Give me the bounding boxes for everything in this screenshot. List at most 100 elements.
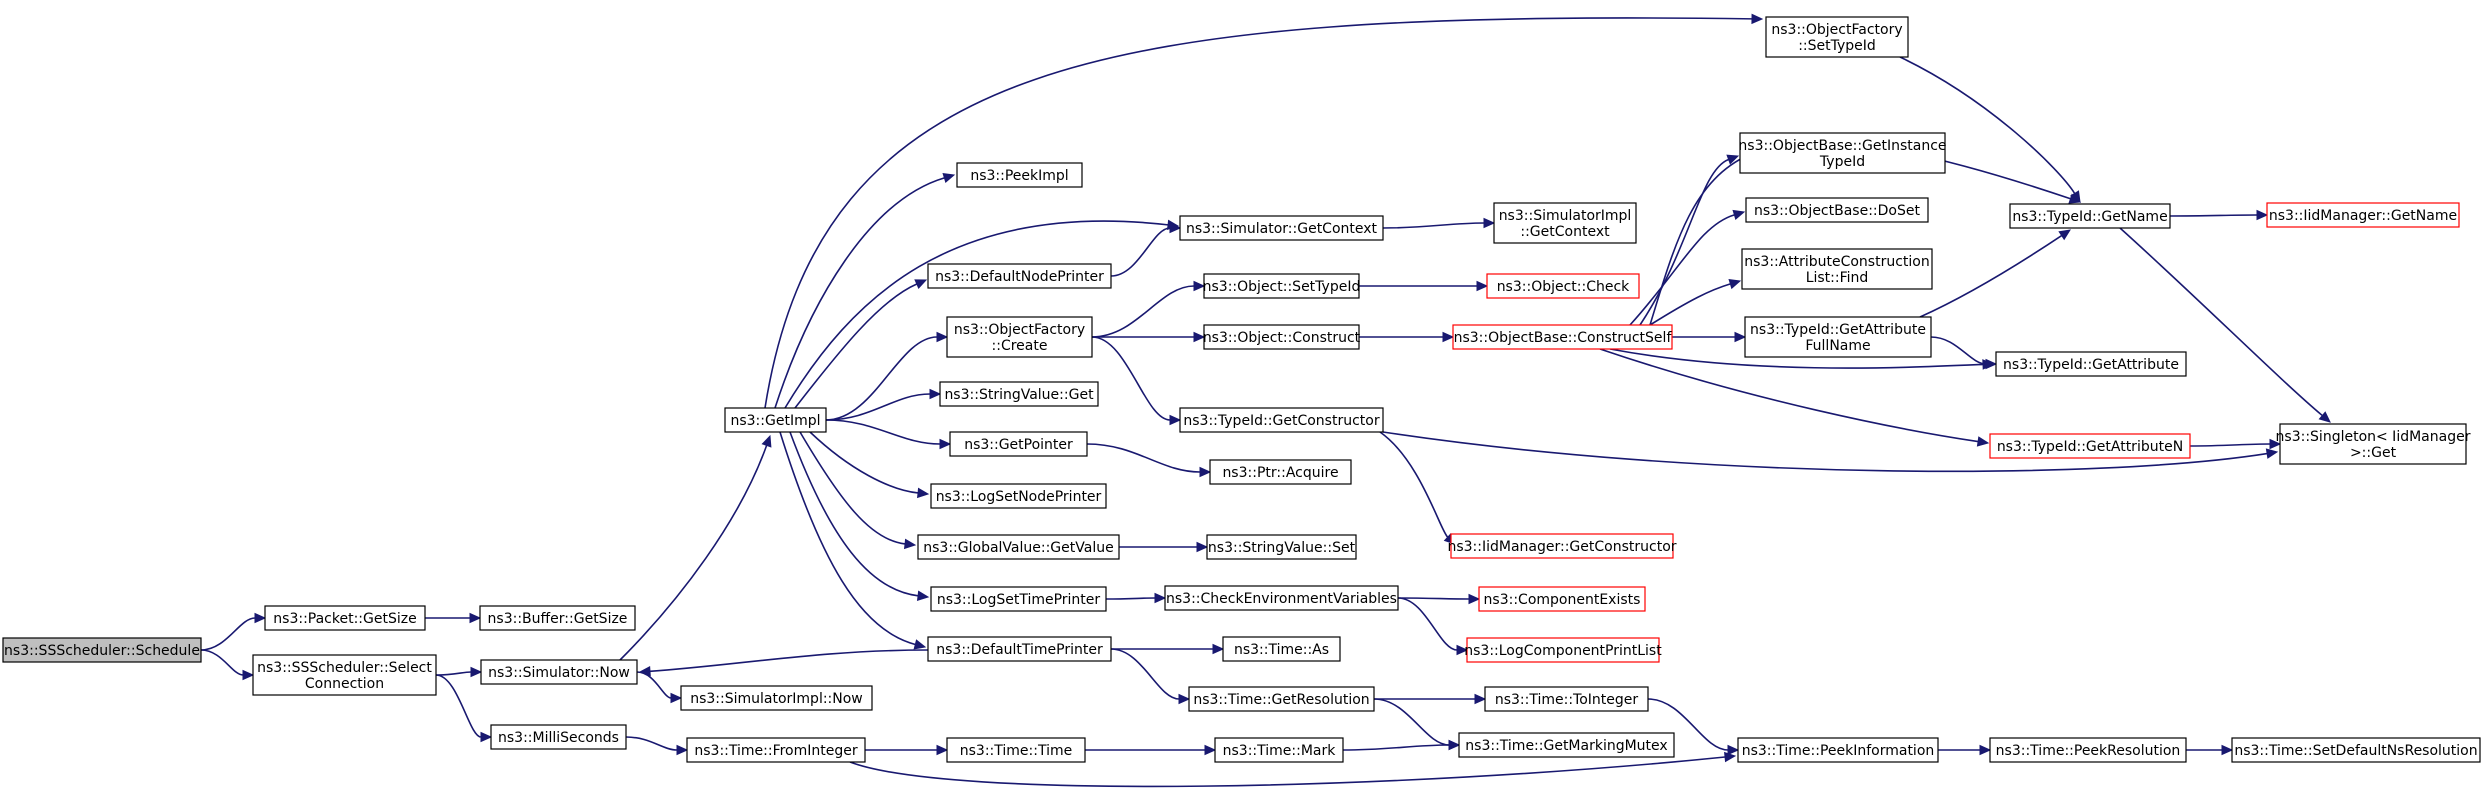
node-box <box>479 605 636 631</box>
arrowhead-icon <box>761 434 772 448</box>
node-time-getresolution[interactable]: ns3::Time::GetResolution <box>1188 686 1375 712</box>
node-label: ns3::TypeId::GetConstructor <box>1183 413 1379 429</box>
node-typeid-getconstructor[interactable]: ns3::TypeId::GetConstructor <box>1179 407 1384 433</box>
edge-objectbase_constructself-to-attributeconstructionlist_find <box>1649 278 1742 326</box>
node-simulatorimpl-getcontext[interactable]: ns3::SimulatorImpl::GetContext <box>1493 202 1637 244</box>
node-root[interactable]: ns3::SSScheduler::Schedule <box>2 637 202 663</box>
node-box <box>956 162 1083 188</box>
node-typeid-getattribute[interactable]: ns3::TypeId::GetAttribute <box>1995 351 2187 377</box>
node-getpointer[interactable]: ns3::GetPointer <box>949 431 1088 457</box>
node-peekimpl[interactable]: ns3::PeekImpl <box>956 162 1083 188</box>
arrowhead-icon <box>1483 217 1496 229</box>
node-box <box>1188 686 1375 712</box>
node-logcomponentprintlist[interactable]: ns3::LogComponentPrintList <box>1464 637 1662 663</box>
node-box <box>686 737 866 763</box>
node-label: ns3::TypeId::GetName <box>2012 209 2167 225</box>
arrowhead-icon <box>1456 644 1469 656</box>
node-simulator-getcontext[interactable]: ns3::Simulator::GetContext <box>1179 215 1384 241</box>
node-label: ns3::ObjectBase::DoSet <box>1754 203 1920 219</box>
node-typeid-getname[interactable]: ns3::TypeId::GetName <box>2009 203 2171 229</box>
edge-time_time-to-time_mark <box>1085 744 1217 756</box>
arrowhead-icon <box>1178 693 1191 705</box>
node-label: ns3::TypeId::GetAttributeN <box>1997 439 2183 455</box>
node-objectbase-doset[interactable]: ns3::ObjectBase::DoSet <box>1745 197 1929 223</box>
node-componentexists[interactable]: ns3::ComponentExists <box>1478 586 1646 612</box>
node-box <box>1203 324 1360 350</box>
node-simulator-now[interactable]: ns3::Simulator::Now <box>480 659 638 685</box>
node-time-frominteger[interactable]: ns3::Time::FromInteger <box>686 737 866 763</box>
node-box <box>1203 273 1360 299</box>
node-label: ns3::IidManager::GetName <box>2269 208 2457 224</box>
node-time-as[interactable]: ns3::Time::As <box>1222 636 1341 662</box>
node-box <box>2266 202 2460 228</box>
node-globalvalue-getvalue[interactable]: ns3::GlobalValue::GetValue <box>917 534 1120 560</box>
arrowhead-icon <box>1154 592 1167 604</box>
node-logsetnodeprinter[interactable]: ns3::LogSetNodePrinter <box>930 483 1107 509</box>
node-objectbase-constructself[interactable]: ns3::ObjectBase::ConstructSelf <box>1452 324 1673 350</box>
arrowhead-icon <box>254 612 267 624</box>
node-buffer-getsize[interactable]: ns3::Buffer::GetSize <box>479 605 636 631</box>
node-time-getmarkingmutex[interactable]: ns3::Time::GetMarkingMutex <box>1458 732 1675 758</box>
arrowhead-icon <box>914 279 928 290</box>
node-label: ns3::Packet::GetSize <box>273 611 416 627</box>
node-milliseconds[interactable]: ns3::MilliSeconds <box>490 724 627 750</box>
node-singleton-get[interactable]: ns3::Singleton< IidManager >::Get <box>2276 423 2471 465</box>
node-logsettimeprinter[interactable]: ns3::LogSetTimePrinter <box>930 586 1107 612</box>
node-label: ::GetContext <box>1520 224 1610 240</box>
node-label: ns3::Simulator::Now <box>488 665 630 681</box>
node-box <box>1741 248 1933 290</box>
node-time-mark[interactable]: ns3::Time::Mark <box>1214 737 1344 763</box>
node-getimpl[interactable]: ns3::GetImpl <box>724 407 827 433</box>
arrowhead-icon <box>939 438 952 450</box>
node-objectfactory-settypeid[interactable]: ns3::ObjectFactory::SetTypeId <box>1765 16 1909 58</box>
node-iidmanager-getname[interactable]: ns3::IidManager::GetName <box>2266 202 2460 228</box>
edge-getimpl-to-getpointer <box>825 419 952 450</box>
node-label: ns3::SimulatorImpl::Now <box>690 691 863 707</box>
node-time-setdefaultnsresolution[interactable]: ns3::Time::SetDefaultNsResolution <box>2231 737 2481 763</box>
node-time-time[interactable]: ns3::Time::Time <box>946 737 1086 763</box>
node-box <box>949 431 1088 457</box>
arrowhead-icon <box>1726 154 1740 165</box>
node-typeid-getattributen[interactable]: ns3::TypeId::GetAttributeN <box>1989 433 2191 459</box>
node-box <box>939 381 1099 407</box>
edge-objectbase_constructself-to-objectbase_getinstancetypeid <box>1639 154 1740 326</box>
arrowhead-icon <box>2265 448 2279 459</box>
node-object-construct[interactable]: ns3::Object::Construct <box>1203 324 1361 350</box>
edge-logsettimeprinter-to-checkenvironmentvariables <box>1105 592 1167 604</box>
edge-objectfactory_create-to-object_settypeid <box>1091 280 1206 338</box>
node-box <box>1737 737 1939 763</box>
node-object-settypeid[interactable]: ns3::Object::SetTypeId <box>1203 273 1361 299</box>
node-box <box>2 637 202 663</box>
node-simulatorimpl-now[interactable]: ns3::SimulatorImpl::Now <box>680 685 873 711</box>
edge-objectbase_constructself-to-typeid_getattributen <box>1599 348 1990 447</box>
node-packet-getsize[interactable]: ns3::Packet::GetSize <box>264 605 426 631</box>
edge-getimpl-to-logsettimeprinter <box>789 431 930 601</box>
edge-defaulttimeprinter-to-time_as <box>1111 643 1225 655</box>
edge-time_getresolution-to-time_tointeger <box>1374 693 1487 705</box>
node-iidmanager-getconstructor[interactable]: ns3::IidManager::GetConstructor <box>1447 533 1677 559</box>
edge-root-to-packet_getsize <box>200 612 267 651</box>
node-box <box>946 316 1093 358</box>
node-stringvalue-get[interactable]: ns3::StringValue::Get <box>939 381 1099 407</box>
edge-objectfactory_create-to-object_construct <box>1091 331 1206 343</box>
node-defaultnodeprinter[interactable]: ns3::DefaultNodePrinter <box>927 263 1112 289</box>
node-stringvalue-set[interactable]: ns3::StringValue::Set <box>1206 534 1357 560</box>
edge-getimpl-to-objectfactory_create <box>825 331 949 421</box>
edge-getimpl-to-defaultnodeprinter <box>794 279 928 409</box>
node-objectfactory-create[interactable]: ns3::ObjectFactory::Create <box>946 316 1093 358</box>
node-object-check[interactable]: ns3::Object::Check <box>1486 273 1640 299</box>
node-time-peekresolution[interactable]: ns3::Time::PeekResolution <box>1989 737 2187 763</box>
arrowhead-icon <box>1196 541 1209 553</box>
node-ptr-acquire[interactable]: ns3::Ptr::Acquire <box>1209 459 1352 485</box>
node-time-tointeger[interactable]: ns3::Time::ToInteger <box>1484 686 1649 712</box>
arrowhead-icon <box>1979 744 1992 756</box>
node-label: ns3::SimulatorImpl <box>1499 208 1632 224</box>
node-defaulttimeprinter[interactable]: ns3::DefaultTimePrinter <box>927 636 1112 662</box>
node-time-peekinformation[interactable]: ns3::Time::PeekInformation <box>1737 737 1939 763</box>
node-checkenvironmentvariables[interactable]: ns3::CheckEnvironmentVariables <box>1164 585 1399 611</box>
edge-objectbase_constructself-to-objectbase_doset <box>1629 209 1746 326</box>
